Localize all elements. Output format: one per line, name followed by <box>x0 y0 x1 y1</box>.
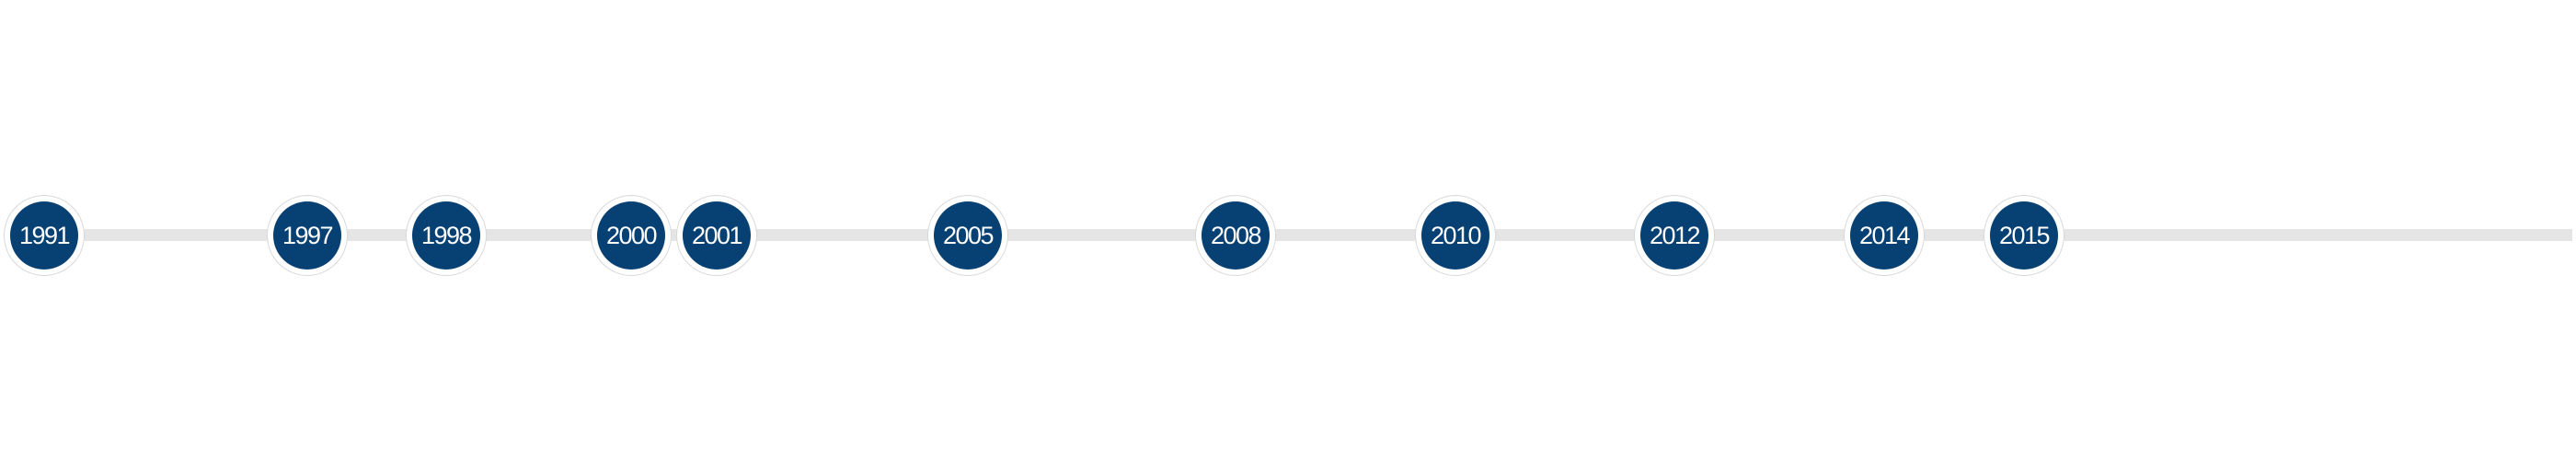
year-node-2014[interactable]: 2014 <box>1844 195 1925 276</box>
year-node-2015[interactable]: 2015 <box>1984 195 2064 276</box>
year-node-2012[interactable]: 2012 <box>1634 195 1715 276</box>
year-node-1997[interactable]: 1997 <box>267 195 348 276</box>
year-node-badge: 2014 <box>1850 201 1918 270</box>
year-node-badge: 2000 <box>597 201 665 270</box>
year-node-badge: 1998 <box>412 201 480 270</box>
year-node-badge: 2010 <box>1421 201 1489 270</box>
year-label: 2015 <box>1998 221 2051 249</box>
year-label: 1991 <box>18 221 71 249</box>
year-node-2008[interactable]: 2008 <box>1195 195 1276 276</box>
year-label: 2008 <box>1210 221 1262 249</box>
year-label: 2005 <box>942 221 995 249</box>
year-node-badge: 2001 <box>683 201 751 270</box>
year-label: 2010 <box>1430 221 1482 249</box>
year-label: 2012 <box>1649 221 1701 249</box>
year-label: 2014 <box>1858 221 1911 249</box>
year-label: 1998 <box>420 221 473 249</box>
year-node-2000[interactable]: 2000 <box>591 195 672 276</box>
year-node-badge: 2015 <box>1990 201 2058 270</box>
year-node-badge: 2008 <box>1202 201 1270 270</box>
year-node-2005[interactable]: 2005 <box>927 195 1008 276</box>
year-node-1991[interactable]: 1991 <box>4 195 85 276</box>
year-node-badge: 2012 <box>1640 201 1708 270</box>
year-label: 2000 <box>605 221 658 249</box>
year-label: 2001 <box>691 221 743 249</box>
year-node-2001[interactable]: 2001 <box>676 195 757 276</box>
year-label: 1997 <box>282 221 334 249</box>
year-node-badge: 1997 <box>273 201 341 270</box>
year-node-1998[interactable]: 1998 <box>406 195 487 276</box>
year-node-2010[interactable]: 2010 <box>1415 195 1496 276</box>
year-node-badge: 2005 <box>934 201 1002 270</box>
year-node-badge: 1991 <box>10 201 78 270</box>
